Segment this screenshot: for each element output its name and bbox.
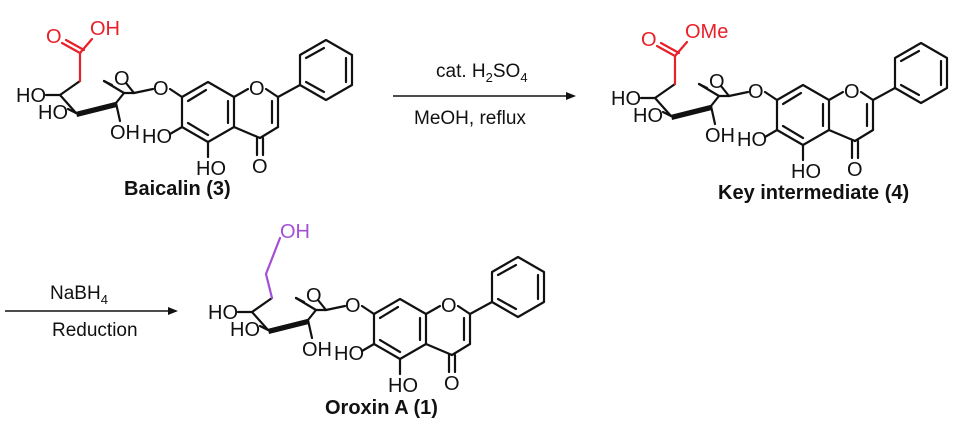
label-oroxin: Oroxin A (1) bbox=[325, 397, 438, 419]
step2-reagent: NaBH4 bbox=[50, 283, 108, 307]
keto-oxygen: O bbox=[252, 156, 268, 178]
acid-carbonyl-o: O bbox=[46, 26, 62, 48]
ester-methoxy: OMe bbox=[685, 21, 728, 43]
glycosidic-oxygen: O bbox=[748, 81, 764, 103]
primary-hydroxyl: OH bbox=[280, 221, 310, 243]
keto-oxygen: O bbox=[847, 159, 863, 181]
compound-oroxin: OH HO HO OH O O O HO HO O bbox=[208, 221, 546, 397]
oh-c2: OH bbox=[110, 122, 140, 144]
chromone-oxygen: O bbox=[249, 78, 265, 100]
step1-conditions: MeOH, reflux bbox=[414, 108, 526, 129]
reaction-step-1: cat. H2SO4 MeOH, reflux bbox=[393, 61, 576, 129]
ho-c5: HO bbox=[791, 161, 821, 183]
ester-carbonyl-o: O bbox=[641, 29, 657, 51]
ho-c4: HO bbox=[208, 302, 238, 324]
glycosidic-oxygen: O bbox=[345, 295, 361, 317]
keto-oxygen: O bbox=[444, 373, 460, 395]
chromone-oxygen: O bbox=[844, 81, 860, 103]
oh-c2: OH bbox=[302, 339, 332, 361]
ring-oxygen: O bbox=[709, 71, 725, 93]
label-baicalin: Baicalin (3) bbox=[124, 178, 231, 200]
oh-c2: OH bbox=[705, 125, 735, 147]
ring-oxygen: O bbox=[114, 68, 130, 90]
ho-c4: HO bbox=[16, 85, 46, 107]
label-intermediate: Key intermediate (4) bbox=[718, 182, 909, 204]
step1-reagent: cat. H2SO4 bbox=[436, 61, 528, 85]
ho-c5: HO bbox=[196, 158, 226, 180]
compound-intermediate: O OMe HO HO OH O O O HO HO O bbox=[611, 21, 949, 183]
ho-c6: HO bbox=[334, 343, 364, 365]
ho-c3: HO bbox=[38, 102, 68, 124]
ho-c4: HO bbox=[611, 88, 641, 110]
compound-baicalin: O OH HO HO OH O O O HO HO O bbox=[16, 18, 354, 180]
acid-hydroxyl: OH bbox=[90, 18, 120, 40]
ho-c6: HO bbox=[737, 129, 767, 151]
ho-c6: HO bbox=[142, 126, 172, 148]
ho-c5: HO bbox=[388, 375, 418, 397]
chromone-oxygen: O bbox=[441, 295, 457, 317]
step2-conditions: Reduction bbox=[52, 320, 138, 341]
glycosidic-oxygen: O bbox=[153, 78, 169, 100]
reaction-step-2: NaBH4 Reduction bbox=[5, 283, 178, 341]
ho-c3: HO bbox=[633, 105, 663, 127]
ho-c3: HO bbox=[230, 319, 260, 341]
ring-oxygen: O bbox=[306, 285, 322, 307]
